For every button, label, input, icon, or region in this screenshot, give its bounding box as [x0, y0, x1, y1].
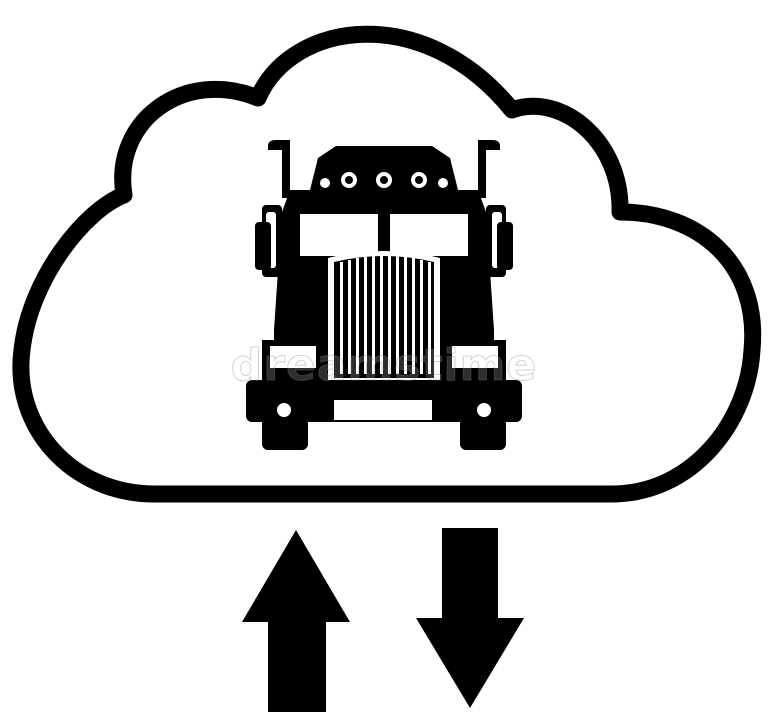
arrow-up-icon: [242, 530, 350, 712]
roof-marker-lights: [320, 172, 448, 188]
headlights: [262, 340, 506, 382]
grille: [328, 251, 440, 382]
watermark: dreamstime: [231, 340, 538, 391]
wheels: [262, 418, 506, 450]
side-mirrors: [255, 205, 513, 277]
bumper: [246, 380, 522, 422]
arrow-down-icon: [416, 528, 524, 708]
semi-truck-icon: [246, 140, 522, 450]
windshield: [300, 214, 468, 256]
